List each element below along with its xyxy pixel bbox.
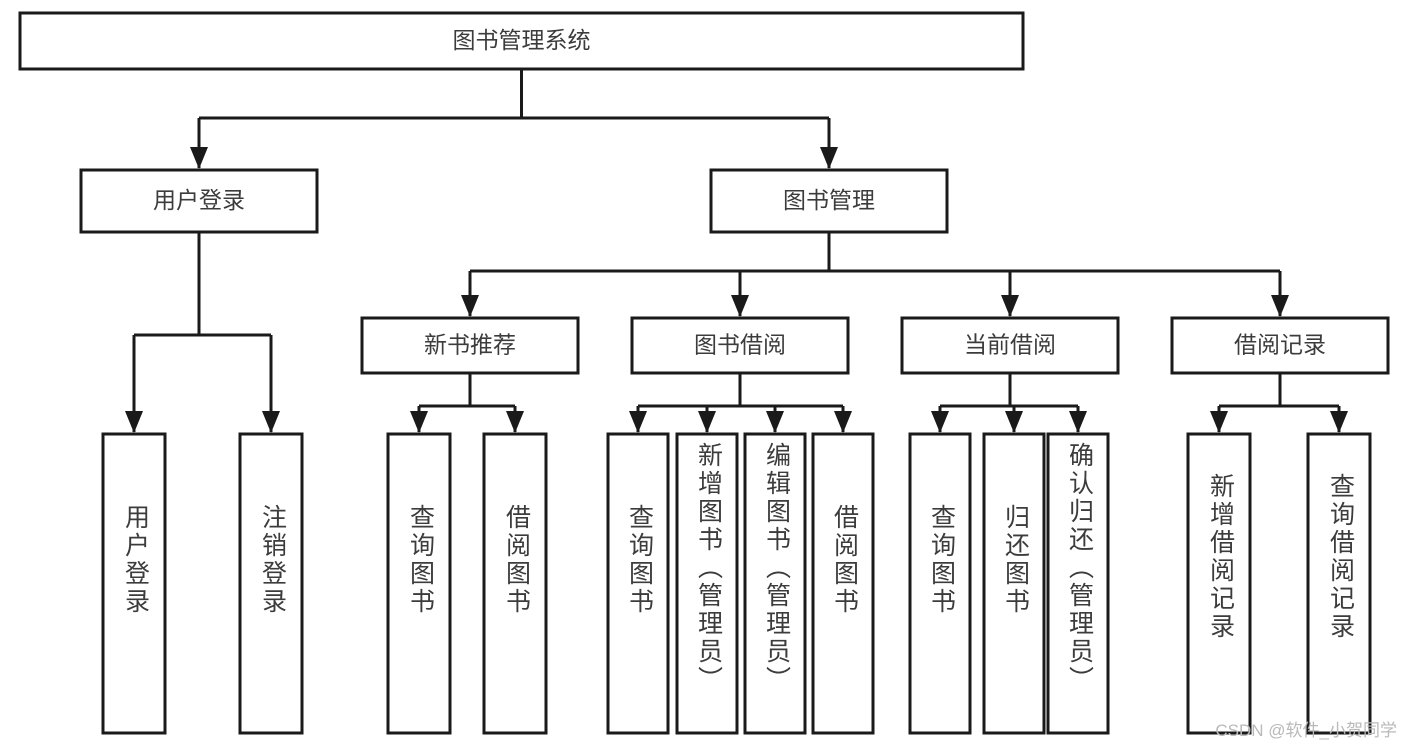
arrow-head-icon-borrow-record xyxy=(1271,295,1289,317)
node-leaf-query-book-brw[interactable] xyxy=(606,432,670,735)
node-leaf-user-login[interactable] xyxy=(101,432,167,735)
arrow-head-icon-leaf-query-book-rec xyxy=(410,411,428,433)
node-leaf-add-book[interactable] xyxy=(675,432,739,735)
node-leaf-add-record[interactable] xyxy=(1186,432,1252,735)
node-leaf-logout[interactable] xyxy=(238,432,304,735)
node-book-manage-label: 图书管理 xyxy=(783,187,875,213)
node-leaf-query-book-rec[interactable] xyxy=(386,432,452,735)
node-leaf-borrow-book-rec[interactable] xyxy=(482,432,548,735)
arrow-head-icon-leaf-borrow-book-rec xyxy=(506,411,524,433)
node-new-book-recommend-label: 新书推荐 xyxy=(424,332,516,358)
node-title[interactable]: 图书管理系统 xyxy=(18,11,1025,71)
watermark-text: CSDN @软件_小贺同学 xyxy=(1215,721,1397,740)
arrow-head-icon-leaf-confirm-return xyxy=(1069,411,1087,433)
node-borrow-record[interactable]: 借阅记录 xyxy=(1170,316,1390,375)
node-leaf-borrow-book-brw[interactable] xyxy=(811,432,875,735)
node-new-book-recommend[interactable]: 新书推荐 xyxy=(360,316,580,375)
node-user-login-label: 用户登录 xyxy=(153,187,245,213)
node-book-manage[interactable]: 图书管理 xyxy=(709,168,949,234)
arrow-head-icon-leaf-query-book-cur xyxy=(931,411,949,433)
arrow-head-icon-leaf-query-record xyxy=(1330,411,1348,433)
arrow-head-icon-leaf-add-book xyxy=(698,411,716,433)
node-leaf-query-book-cur[interactable] xyxy=(908,432,972,735)
node-leaf-confirm-return[interactable] xyxy=(1046,432,1110,735)
arrow-head-icon-book-borrow xyxy=(731,295,749,317)
arrow-head-icon-current-borrow xyxy=(1001,295,1019,317)
node-leaf-return-book[interactable] xyxy=(982,432,1046,735)
arrow-head-icon-leaf-add-record xyxy=(1210,411,1228,433)
node-book-borrow[interactable]: 图书借阅 xyxy=(630,316,850,375)
arrow-head-icon-leaf-borrow-book-brw xyxy=(834,411,852,433)
arrow-head-icon-leaf-return-book xyxy=(1005,411,1023,433)
arrow-head-icon-book-manage xyxy=(820,147,838,169)
node-leaf-edit-book[interactable] xyxy=(743,432,807,735)
arrow-head-icon-leaf-query-book-brw xyxy=(629,411,647,433)
node-title-label: 图书管理系统 xyxy=(453,27,591,53)
node-user-login[interactable]: 用户登录 xyxy=(79,168,319,234)
connectors-layer xyxy=(125,69,1348,433)
arrow-head-icon-user-login xyxy=(190,147,208,169)
arrow-head-icon-new-book-recommend xyxy=(461,295,479,317)
arrow-head-icon-leaf-edit-book xyxy=(766,411,784,433)
node-current-borrow-label: 当前借阅 xyxy=(964,332,1056,358)
node-current-borrow[interactable]: 当前借阅 xyxy=(900,316,1120,375)
node-borrow-record-label: 借阅记录 xyxy=(1234,332,1326,358)
arrow-head-icon-leaf-user-login xyxy=(125,411,143,433)
node-leaf-query-record[interactable] xyxy=(1306,432,1372,735)
node-book-borrow-label: 图书借阅 xyxy=(694,332,786,358)
arrow-head-icon-leaf-logout xyxy=(262,411,280,433)
